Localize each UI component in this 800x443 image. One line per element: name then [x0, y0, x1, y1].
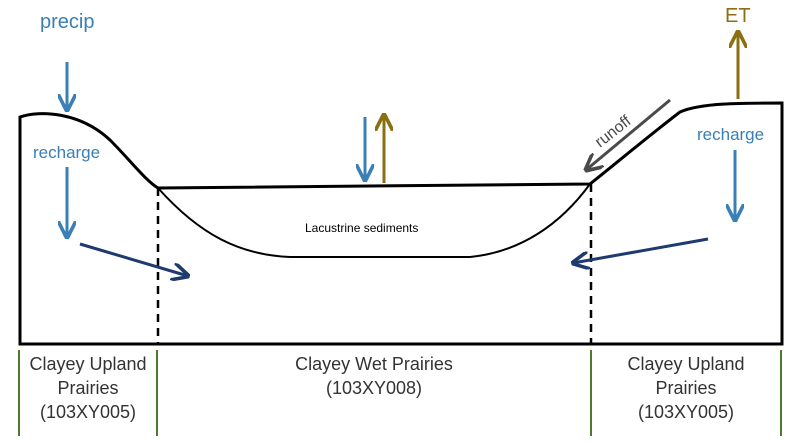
zone-line1: Clayey Wet Prairies [295, 354, 453, 374]
zone-code: (103XY008) [325, 378, 423, 398]
zone-clayey-wet-prairies: Clayey Wet Prairies (103XY008) [158, 352, 590, 400]
zone-code: (103XY005) [637, 402, 735, 422]
zone-clayey-upland-right: Clayey Upland Prairies (103XY005) [592, 352, 780, 424]
lacustrine-label: Lacustrine sediments [305, 221, 418, 235]
et-label: ET [725, 5, 751, 27]
zone-line2: Prairies [57, 378, 119, 398]
recharge-label-left: recharge [33, 143, 100, 162]
zone-separator-4 [780, 350, 782, 436]
zone-line2: Prairies [655, 378, 717, 398]
lacustrine-sediments-lens [157, 183, 591, 258]
zone-code: (103XY005) [39, 402, 137, 422]
zone-line1: Clayey Upland [627, 354, 745, 374]
zone-line1: Clayey Upland [29, 354, 147, 374]
recharge-label-right: recharge [697, 125, 764, 144]
precip-label: precip [40, 11, 94, 33]
zone-separator-2 [156, 350, 158, 436]
zone-separator-3 [590, 350, 592, 436]
landscape-outline [18, 101, 784, 346]
runoff-arrow [586, 98, 671, 170]
zone-separator-1 [18, 350, 20, 436]
zone-clayey-upland-left: Clayey Upland Prairies (103XY005) [20, 352, 156, 424]
groundwater-flow-arrow-right [573, 237, 709, 263]
groundwater-flow-arrow-left [79, 242, 188, 276]
